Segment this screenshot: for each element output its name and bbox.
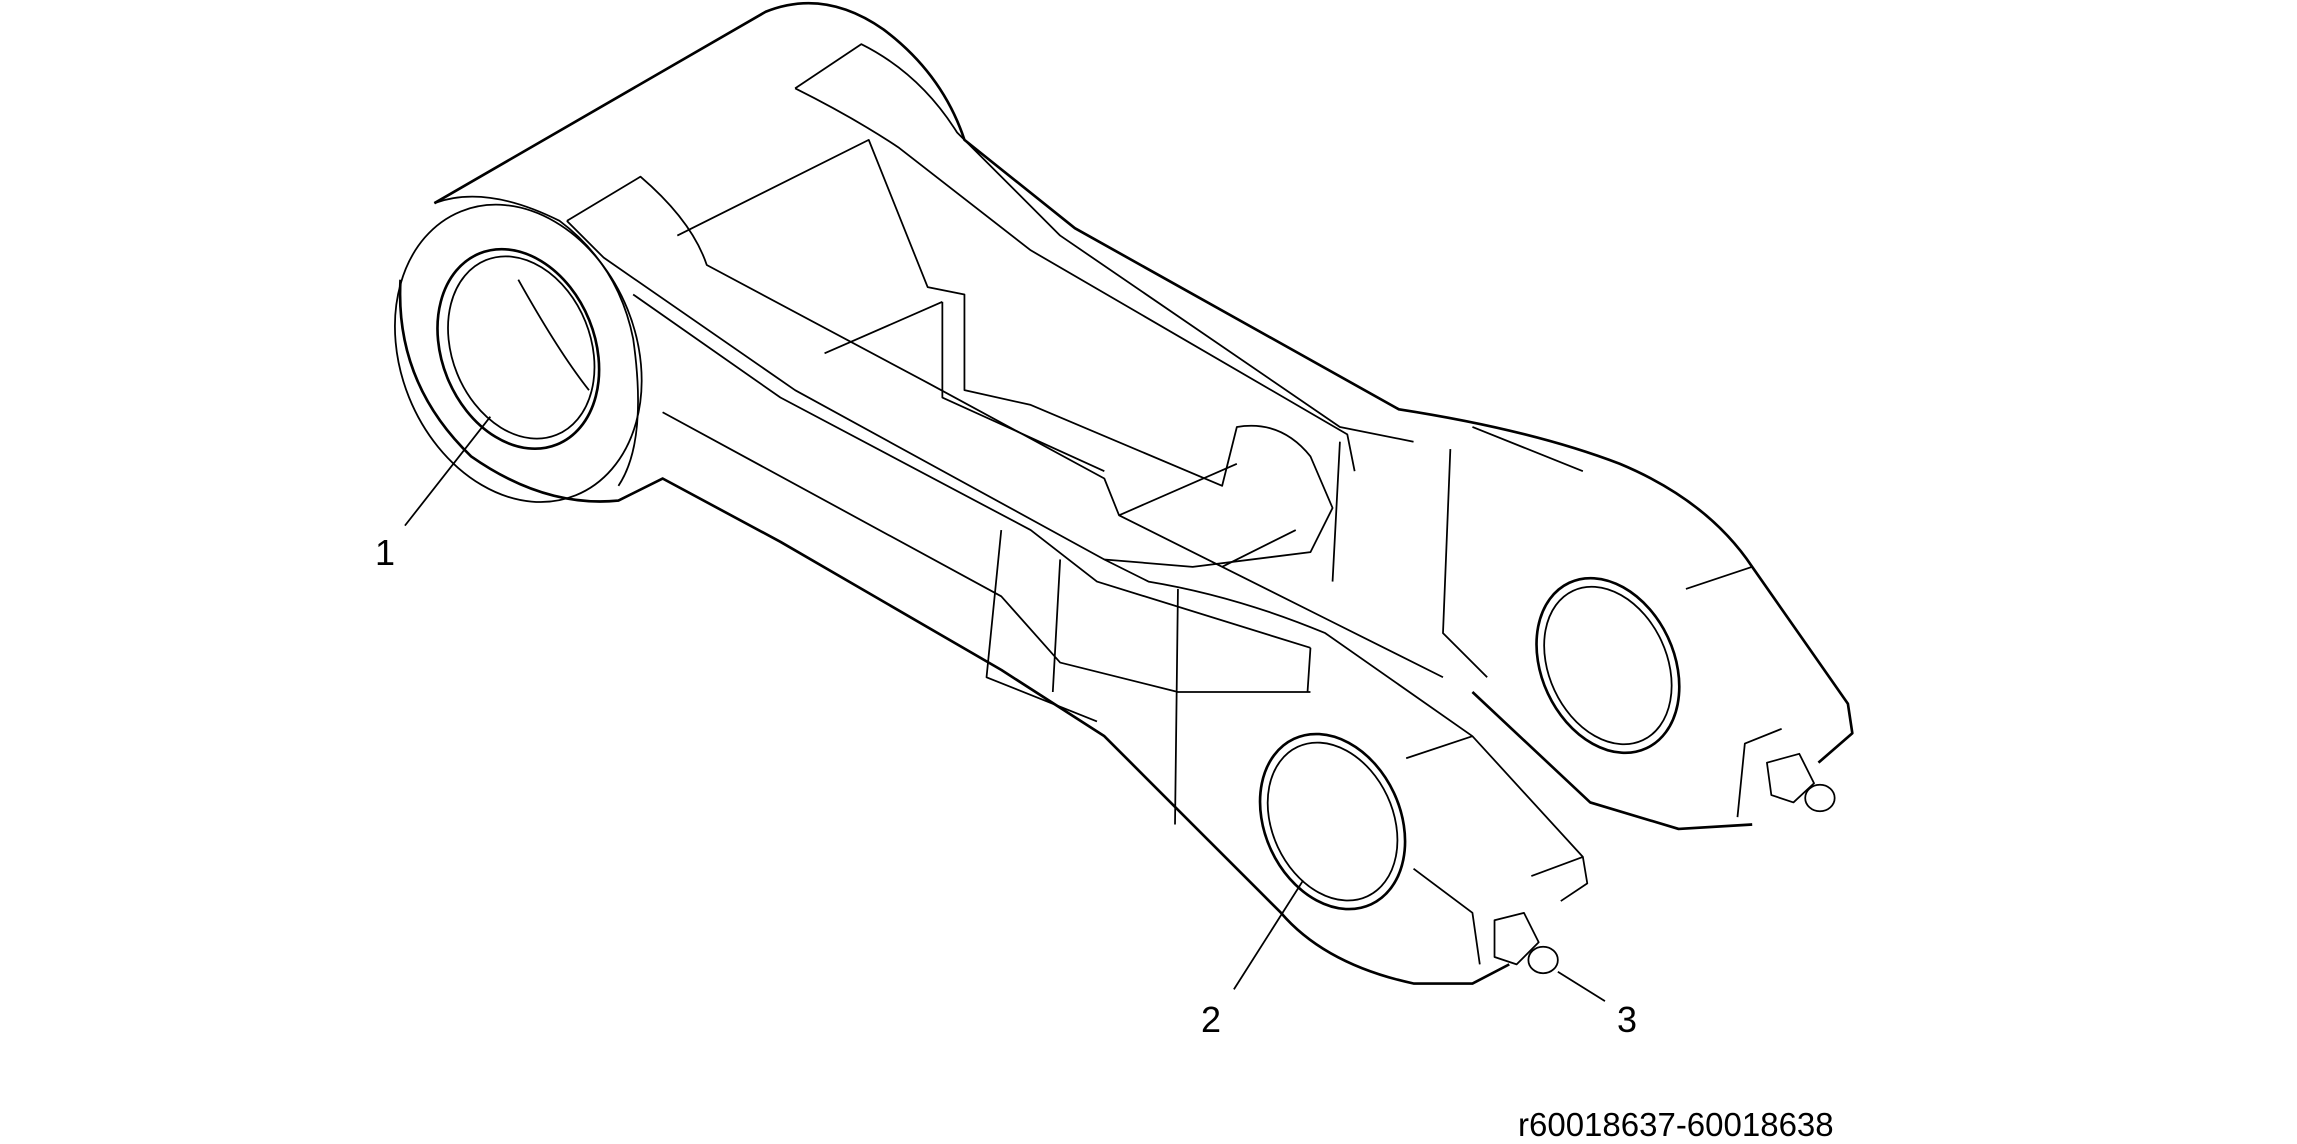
leader-lines [404, 416, 1606, 1002]
callout-label-1: 1 [375, 532, 396, 573]
pivot-bore-3 [1535, 576, 1681, 755]
callout-label-3: 3 [1617, 999, 1638, 1040]
part-outline [398, 1, 1854, 985]
drawing-reference-code: r60018637-60018638 [1518, 1106, 1834, 1143]
body-edges [434, 43, 1782, 965]
pivot-bore-2 [1258, 732, 1407, 911]
callout-label-2: 2 [1201, 999, 1222, 1040]
grease-fitting-2 [1766, 752, 1836, 813]
pivot-bore-1 [394, 203, 643, 503]
grease-fitting-1 [1493, 911, 1559, 975]
